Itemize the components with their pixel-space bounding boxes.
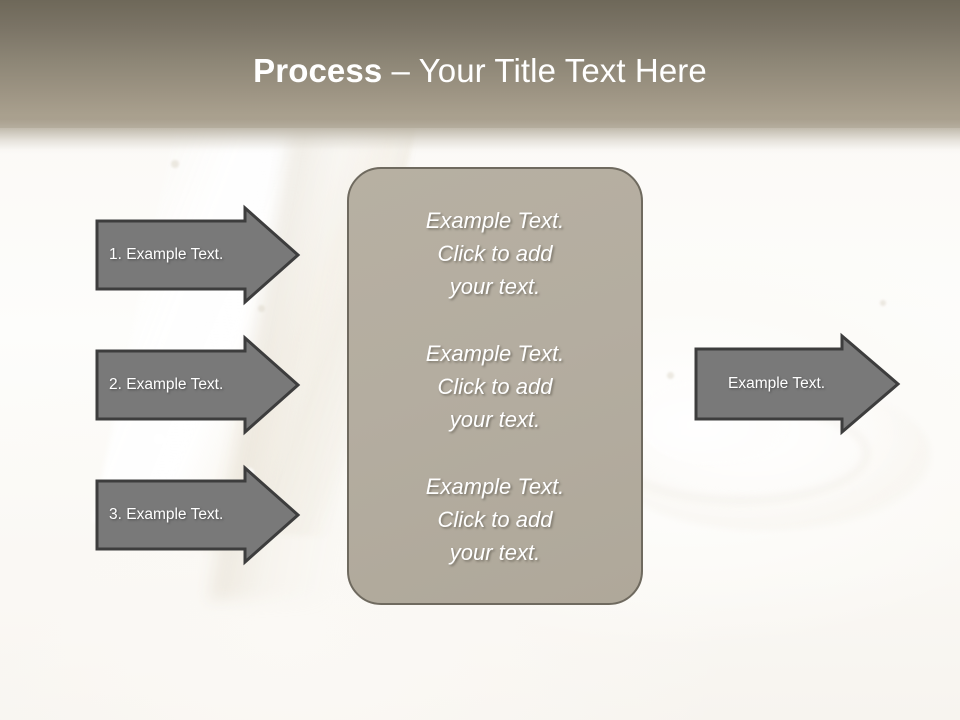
right-arrow-label: Example Text. xyxy=(728,375,826,392)
page-title-bold: Process xyxy=(253,52,383,89)
page-title: Process – Your Title Text Here xyxy=(0,51,960,91)
left-arrow-1[interactable]: 1. Example Text. xyxy=(95,204,301,306)
background-speck xyxy=(171,160,179,168)
arrow-right-icon xyxy=(95,204,301,306)
left-arrow-3-label: 3. Example Text. xyxy=(109,506,224,523)
panel-text-block-3-line-1: Example Text. xyxy=(425,473,565,499)
left-arrow-2[interactable]: 2. Example Text. xyxy=(95,334,301,436)
panel-text-block-1: Example Text. Click to add your text. xyxy=(371,204,619,303)
panel-text-block-1-line-2: Click to add xyxy=(437,240,553,266)
panel-text-block-3: Example Text. Click to add your text. xyxy=(371,470,619,569)
title-banner xyxy=(0,0,960,128)
milk-droplet xyxy=(153,433,165,445)
panel-text-block-2-line-3: your text. xyxy=(449,406,541,432)
page-title-rest: – Your Title Text Here xyxy=(382,52,707,89)
center-text-panel[interactable]: Example Text. Click to add your text. Ex… xyxy=(347,167,643,605)
panel-text-block-1-line-3: your text. xyxy=(449,273,541,299)
arrow-right-icon xyxy=(694,332,901,436)
title-banner-fade xyxy=(0,120,960,154)
background-speck xyxy=(880,300,886,306)
background-speck xyxy=(258,305,265,312)
panel-text-block-2-line-1: Example Text. xyxy=(425,340,565,366)
panel-text-block-2: Example Text. Click to add your text. xyxy=(371,337,619,436)
panel-text-block-3-line-3: your text. xyxy=(449,539,541,565)
arrow-right-icon xyxy=(95,334,301,436)
left-arrow-2-label: 2. Example Text. xyxy=(109,376,224,393)
panel-text-block-1-line-1: Example Text. xyxy=(425,207,565,233)
left-arrow-1-label: 1. Example Text. xyxy=(109,246,224,263)
background-speck xyxy=(667,372,674,379)
panel-text-block-2-line-2: Click to add xyxy=(437,373,553,399)
left-arrow-3[interactable]: 3. Example Text. xyxy=(95,464,301,566)
arrow-right-icon xyxy=(95,464,301,566)
panel-text-block-3-line-2: Click to add xyxy=(437,506,553,532)
right-arrow[interactable]: Example Text. xyxy=(694,332,901,436)
